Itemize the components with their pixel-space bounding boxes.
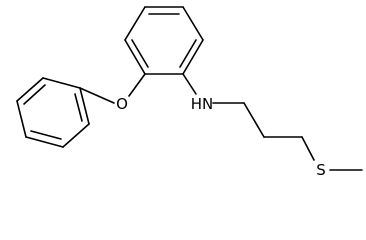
bond-oxygen-to-phenyl bbox=[79, 87, 115, 104]
chemical-structure: O HN S bbox=[16, 6, 363, 179]
bond bbox=[182, 6, 204, 41]
bond bbox=[79, 87, 90, 125]
double-bond-inner bbox=[179, 39, 197, 68]
double-bond-inner bbox=[74, 93, 83, 122]
bond-ring-to-nitrogen bbox=[182, 73, 197, 95]
oxygen-atom-label: O bbox=[116, 95, 128, 113]
bond bbox=[62, 123, 90, 148]
aniline-ring bbox=[124, 6, 204, 75]
bond bbox=[182, 39, 204, 75]
double-bond-inner bbox=[131, 39, 149, 68]
bond bbox=[16, 100, 27, 138]
double-bond-inner bbox=[23, 84, 46, 105]
propyl-chain bbox=[212, 102, 315, 161]
bond bbox=[124, 39, 146, 75]
double-bond-inner bbox=[30, 130, 62, 140]
bond bbox=[16, 77, 44, 102]
bond bbox=[301, 136, 315, 161]
sulfur-atom-label: S bbox=[316, 161, 326, 179]
bond bbox=[25, 136, 64, 148]
phenyl-ring bbox=[16, 77, 90, 148]
bond bbox=[42, 77, 81, 89]
amine-atom-label: HN bbox=[191, 95, 214, 113]
bond-ring-to-oxygen bbox=[128, 73, 146, 97]
bond bbox=[124, 6, 146, 41]
bond bbox=[243, 102, 265, 138]
